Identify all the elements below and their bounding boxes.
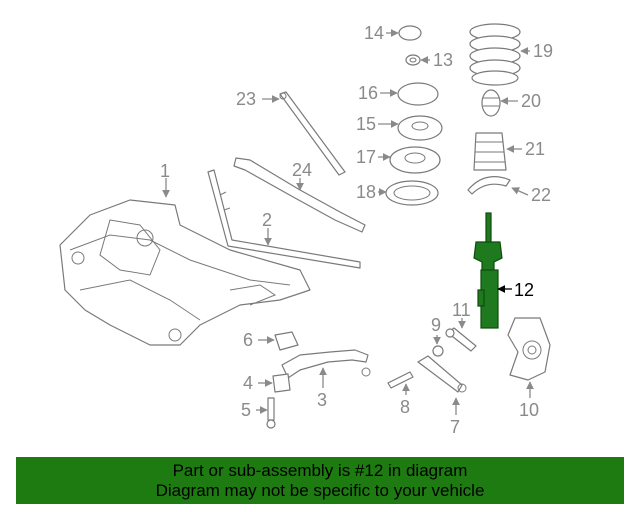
- part-23-strut-rod[interactable]: [279, 91, 346, 176]
- part-12-strut[interactable]: [473, 212, 503, 329]
- part-9-nut[interactable]: [432, 345, 444, 357]
- banner-line-2: Diagram may not be specific to your vehi…: [155, 481, 485, 500]
- notice-banner: Part or sub-assembly is #12 in diagram D…: [16, 457, 624, 504]
- callout-5: 5: [241, 400, 251, 420]
- callout-6: 6: [243, 330, 253, 350]
- part-15-mount[interactable]: [397, 115, 443, 141]
- part-11-bolt[interactable]: [445, 327, 477, 352]
- callout-10: 10: [519, 400, 539, 420]
- callout-21: 21: [525, 139, 545, 159]
- callout-7: 7: [450, 417, 460, 437]
- part-2-brace[interactable]: [207, 169, 361, 269]
- part-3-control-arm[interactable]: [281, 349, 371, 379]
- part-1-subframe[interactable]: [59, 199, 311, 346]
- callout-16: 16: [358, 83, 378, 103]
- part-21-boot[interactable]: [473, 132, 507, 171]
- part-7-arm[interactable]: [417, 355, 467, 393]
- callout-1: 1: [160, 161, 170, 181]
- callout-12: 12: [514, 280, 534, 300]
- callout-18: 18: [356, 182, 376, 202]
- callout-4: 4: [243, 373, 253, 393]
- part-8-bolt[interactable]: [387, 371, 414, 389]
- part-14-cap[interactable]: [398, 25, 422, 41]
- callout-9: 9: [431, 315, 441, 335]
- part-24-bar[interactable]: [233, 157, 366, 233]
- callout-15: 15: [356, 114, 376, 134]
- callout-3: 3: [317, 390, 327, 410]
- callout-17: 17: [356, 147, 376, 167]
- part-6-bracket[interactable]: [274, 331, 299, 351]
- callout-13: 13: [433, 50, 453, 70]
- parts-diagram: 1 2 3 4 5 6 7 8 9 10 11 12 13 14 15 16 1…: [59, 23, 553, 437]
- part-22-isolator[interactable]: [467, 176, 511, 195]
- part-13-nut[interactable]: [405, 54, 421, 66]
- callout-11: 11: [452, 300, 471, 320]
- part-10-knuckle[interactable]: [507, 317, 551, 381]
- callout-22: 22: [531, 185, 551, 205]
- part-5-bolt[interactable]: [266, 397, 276, 429]
- callout-24: 24: [292, 160, 312, 180]
- callout-2: 2: [262, 210, 272, 230]
- part-18-seat[interactable]: [385, 180, 439, 206]
- callout-23: 23: [236, 89, 256, 109]
- callout-20: 20: [521, 91, 541, 111]
- part-17-mount[interactable]: [389, 146, 441, 174]
- banner-line-1: Part or sub-assembly is #12 in diagram: [172, 461, 468, 480]
- part-20-bump-stop[interactable]: [481, 89, 501, 117]
- callout-19: 19: [533, 41, 553, 61]
- part-16-seal[interactable]: [397, 82, 439, 106]
- callout-8: 8: [400, 397, 410, 417]
- callout-14: 14: [364, 23, 384, 43]
- part-19-spring[interactable]: [469, 23, 521, 86]
- part-4-bushing[interactable]: [272, 373, 291, 393]
